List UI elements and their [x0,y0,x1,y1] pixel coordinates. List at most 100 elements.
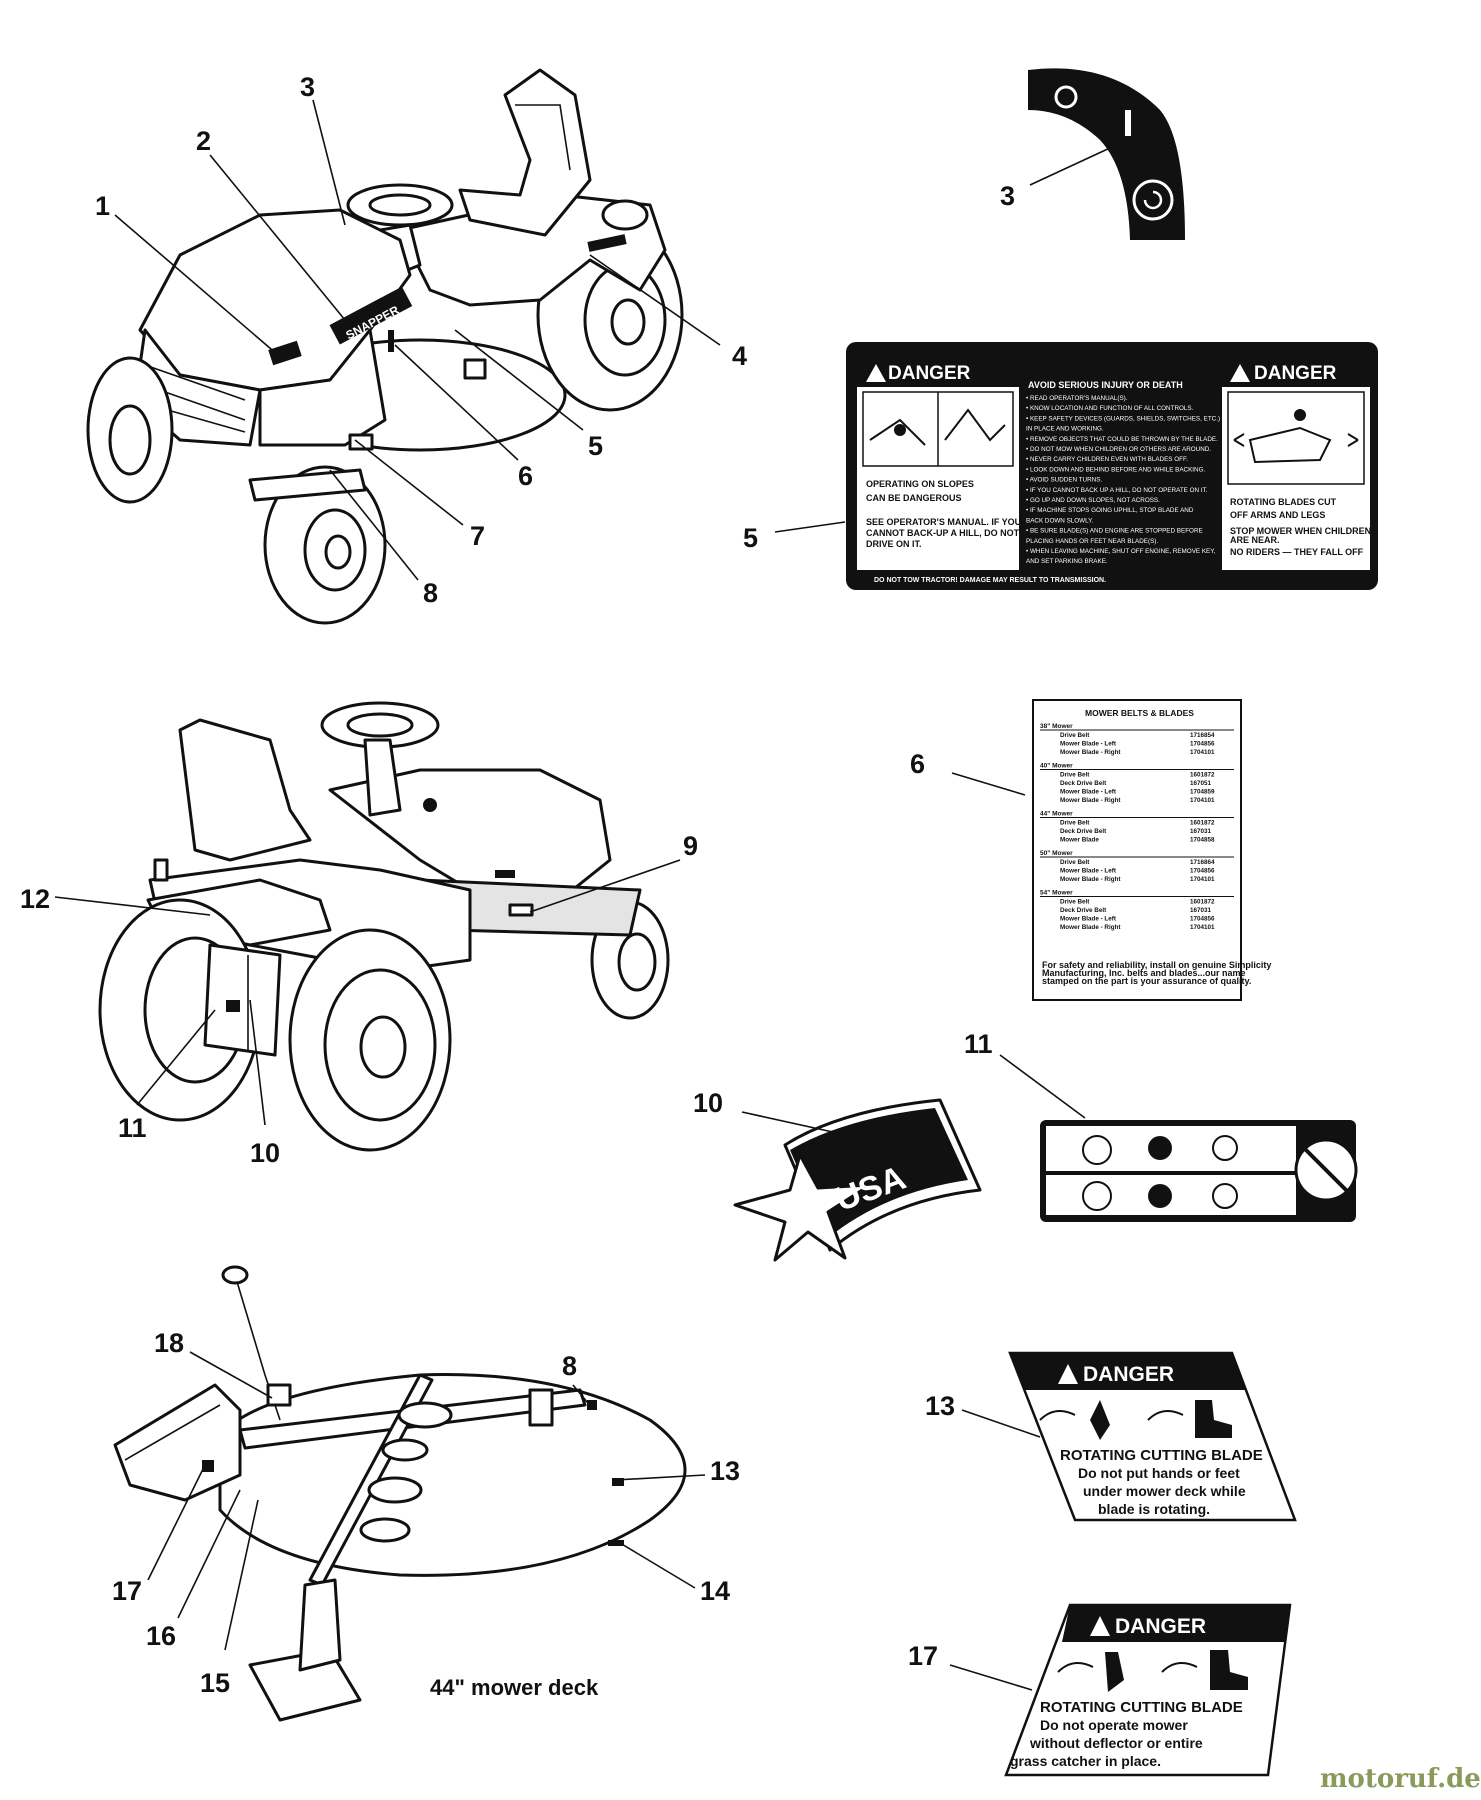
callout-7: 7 [470,521,485,551]
leader-11b [999,1054,1086,1119]
decal-5-center-line: • REMOVE OBJECTS THAT COULD BE THROWN BY… [1026,436,1218,443]
decal-5-center-line: • KEEP SAFETY DEVICES (GUARDS, SHIELDS, … [1026,415,1220,422]
decal-10-usa: USA [733,1098,982,1262]
leader-3b [1029,146,1113,186]
decal-13-danger: DANGER ROTATING CUTTING BLADE Do not put… [1008,1351,1297,1522]
decal-6-part-number: 167031 [1190,907,1212,914]
decal-6-part-number: 1704101 [1190,797,1215,804]
decal-17-danger: DANGER ROTATING CUTTING BLADE Do not ope… [1004,1603,1292,1777]
decal-6-footer3: stamped on the part is your assurance of… [1042,976,1251,986]
decal-5-right-text1: ROTATING BLADES CUT [1230,497,1337,507]
decal-6-group-name: 50" Mower [1040,850,1073,857]
decal-5-right-small2: ARE NEAR. [1230,535,1280,545]
decal-17-heading: DANGER [1115,1615,1206,1638]
decal-5-center-line: • AVOID SUDDEN TURNS. [1026,477,1102,484]
callout-5-decal: 5 [743,523,758,553]
callout-2: 2 [196,126,211,156]
decal-6-part-name: Mower Blade - Left [1060,741,1117,748]
callout-10-decal: 10 [693,1088,723,1118]
callout-14: 14 [700,1576,730,1606]
decal-13-line2: Do not put hands or feet [1078,1465,1240,1481]
callout-1: 1 [95,191,110,221]
decal-5-center-line: • BE SURE BLADE(S) AND ENGINE ARE STOPPE… [1026,528,1203,535]
decal-6-part-name: Mower Blade - Right [1060,749,1121,756]
decal-6-part-name: Mower Blade - Left [1060,916,1117,923]
decal-6-part-number: 1601872 [1190,899,1215,906]
deck-caption: 44" mower deck [430,1675,599,1700]
decal-6-part-number: 1704859 [1190,789,1215,796]
decal-6-part-name: Mower Blade - Left [1060,789,1117,796]
decal-5-center-heading: AVOID SERIOUS INJURY OR DEATH [1028,380,1183,390]
callout-18: 18 [154,1328,184,1358]
decal-6-part-number: 1601872 [1190,820,1215,827]
decal-13-heading: DANGER [1083,1363,1174,1386]
decal-6-part-number: 1704858 [1190,837,1215,844]
leader-10b [741,1111,861,1139]
rear-view-leader-lines [54,859,681,1126]
decal-13-line4: blade is rotating. [1098,1501,1210,1517]
callout-3: 3 [300,72,315,102]
callout-9: 9 [683,831,698,861]
decal-5-danger: DANGER OPERATING ON SLOPES CAN BE DANGER… [846,342,1378,590]
callout-6: 6 [518,461,533,491]
callout-3-decal: 3 [1000,181,1015,211]
callout-16: 16 [146,1621,176,1651]
callout-15: 15 [200,1668,230,1698]
decal-13-line1: ROTATING CUTTING BLADE [1060,1447,1263,1464]
decal-5-center-lines: • READ OPERATOR'S MANUAL(S).• KNOW LOCAT… [1026,395,1220,565]
decal-6-part-name: Mower Blade - Right [1060,924,1121,931]
decal-5-center-line: • GO UP AND DOWN SLOPES, NOT ACROSS. [1026,497,1160,504]
decal-6-part-number: 167051 [1190,780,1212,787]
leader-17b [949,1664,1033,1691]
tractor-front-view: SNAPPER [86,68,684,625]
decal-6-group-name: 40" Mower [1040,763,1073,770]
decal-6-part-number: 1704101 [1190,749,1215,756]
decal-6-part-number: 1704856 [1190,916,1215,923]
decal-6-part-number: 167031 [1190,828,1212,835]
watermark: motoruf.de [1320,1764,1481,1794]
decal-5-center-line: • NEVER CARRY CHILDREN EVEN WITH BLADES … [1026,456,1188,463]
callout-4: 4 [732,341,747,371]
decal-5-center-line: • IF MACHINE STOPS GOING UPHILL, STOP BL… [1026,507,1194,514]
decal-6-part-name: Mower Blade - Right [1060,797,1121,804]
decal-6-group-name: 38" Mower [1040,723,1073,730]
decal-6-part-name: Deck Drive Belt [1060,780,1107,787]
decal-5-center-line: • LOOK DOWN AND BEHIND BEFORE AND WHILE … [1026,466,1205,473]
front-view-leader-lines [114,99,721,581]
tractor-rear-view [98,701,670,1152]
leader-13b [961,1409,1041,1438]
deck-callouts: 18 8 13 14 17 16 15 [112,1328,740,1698]
callout-8-deck: 8 [562,1351,577,1381]
decal-6-footer1: For safety and reliability, install on g… [1042,960,1271,970]
callout-10: 10 [250,1138,280,1168]
decal-6-part-name: Drive Belt [1060,859,1090,866]
decal-5-left-small1: SEE OPERATOR'S MANUAL. IF YOU [866,517,1021,527]
decal-6-part-number: 1716864 [1190,859,1215,866]
decal-5-center-line: AND SET PARKING BRAKE. [1026,558,1108,565]
decal-6-part-name: Drive Belt [1060,732,1090,739]
callout-8: 8 [423,578,438,608]
decal-17-line3: without deflector or entire [1029,1735,1203,1751]
decal-5-right-small3: NO RIDERS — THEY FALL OFF [1230,547,1364,557]
front-view-callouts: 1 2 3 4 5 6 7 8 [95,72,747,608]
decal-5-center-line: • DO NOT MOW WHEN CHILDREN OR OTHERS ARE… [1026,446,1211,453]
callout-11-decal: 11 [964,1029,993,1059]
decal-5-left-small2: CANNOT BACK-UP A HILL, DO NOT [866,528,1020,538]
decal-5-left-heading: DANGER [888,363,971,384]
decal-6-part-number: 1601872 [1190,772,1215,779]
decal-5-left-small3: DRIVE ON IT. [866,539,922,549]
decal-6-part-name: Deck Drive Belt [1060,828,1107,835]
decal-6-part-name: Drive Belt [1060,820,1090,827]
decal-17-line2: Do not operate mower [1040,1717,1188,1733]
decal-5-center-line: BACK DOWN SLOWLY. [1026,517,1094,524]
decal-5-left-text2: CAN BE DANGEROUS [866,493,962,503]
decal-5-right-text2: OFF ARMS AND LEGS [1230,510,1325,520]
decal-5-center-line: PLACING HANDS OR FEET NEAR BLADE(S). [1026,538,1158,545]
leader-5b [774,521,846,533]
callout-17: 17 [112,1576,142,1606]
decal-5-center-line: • KNOW LOCATION AND FUNCTION OF ALL CONT… [1026,405,1194,412]
decal-5-footer: DO NOT TOW TRACTOR! DAMAGE MAY RESULT TO… [874,577,1106,584]
decal-5-center-line: • WHEN LEAVING MACHINE, SHUT OFF ENGINE,… [1026,548,1216,555]
